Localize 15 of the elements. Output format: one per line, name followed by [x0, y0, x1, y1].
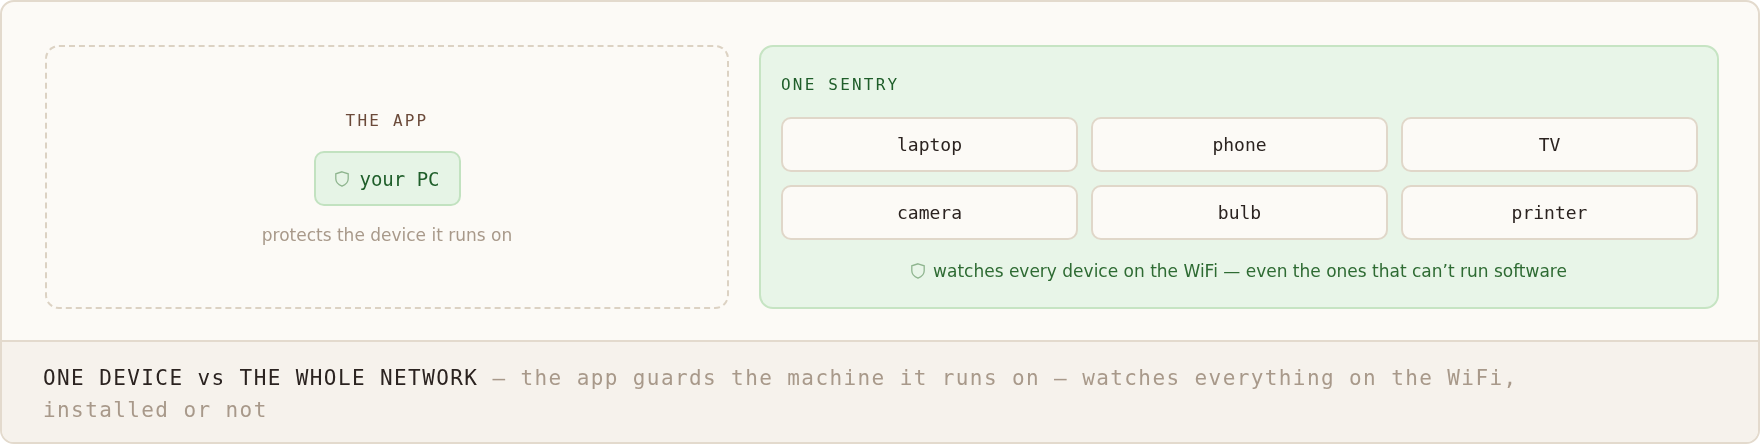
- panel-note: protects the device it runs on: [261, 224, 513, 247]
- device-tile: TV: [1401, 117, 1698, 172]
- device-tile: printer: [1401, 185, 1698, 240]
- device-tile: phone: [1091, 117, 1388, 172]
- panel-heading: ONE SENTRY: [781, 74, 900, 96]
- dashed-panel: [45, 45, 729, 309]
- device-tile: camera: [781, 185, 1078, 240]
- caption-text: ONE DEVICE vs THE WHOLE NETWORK — the app guards the machine it runs on — watches everything on the WiFi, installed or not: [43, 365, 1519, 424]
- device-chip: [314, 151, 461, 206]
- device-tile: laptop: [781, 117, 1078, 172]
- chip-label: your PC: [359, 167, 440, 190]
- device-tile: bulb: [1091, 185, 1388, 240]
- network-panel: [759, 45, 1719, 309]
- panel-note: watches every device on the WiFi — even the ones that can’t run software: [933, 260, 1567, 283]
- panel-heading: THE APP: [344, 110, 430, 132]
